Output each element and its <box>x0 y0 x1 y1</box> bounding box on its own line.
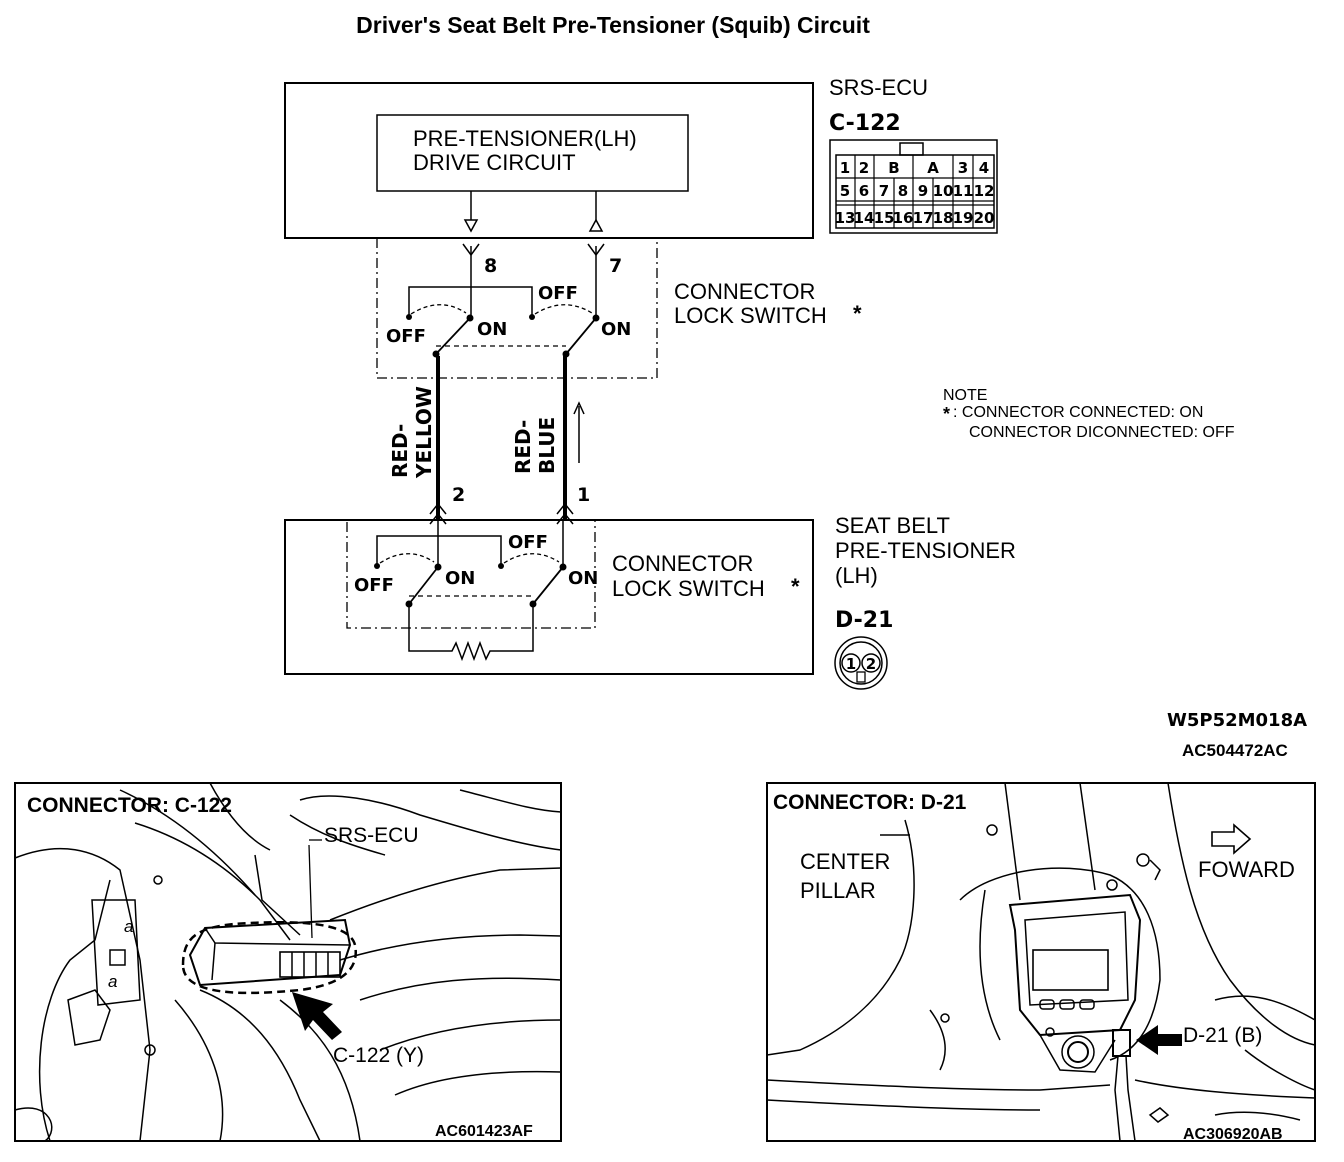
wire-color-red-blue-1: RED- <box>511 420 535 474</box>
d21-pin: 1 <box>846 655 856 673</box>
upper-lock-switch-label-1: CONNECTOR <box>674 279 815 304</box>
wire-color-red-yellow-2: YELLOW <box>412 386 436 479</box>
c122-pin: 12 <box>974 182 995 200</box>
srs-ecu-block: PRE-TENSIONER(LH) DRIVE CIRCUIT <box>284 82 814 239</box>
c122-pin: 8 <box>898 182 908 200</box>
drive-circuit-label-1: PRE-TENSIONER(LH) <box>413 126 637 151</box>
upper-on-left: ON <box>477 319 507 340</box>
photo-c122-connector-callout: C-122 (Y) <box>333 1044 424 1067</box>
c122-pin: 10 <box>933 182 954 200</box>
pretensioner-terminal-1: 1 <box>577 484 590 506</box>
photo-c122-ecu-callout: SRS-ECU <box>324 824 419 847</box>
d21-pin: 2 <box>866 655 876 673</box>
forward-arrow-icon <box>1211 823 1252 855</box>
c122-pin: 2 <box>859 159 869 177</box>
c122-connector-id: C-122 <box>829 111 901 136</box>
c122-pin: 18 <box>933 209 954 227</box>
lower-on-left: ON <box>445 568 475 589</box>
c122-pin: 15 <box>874 209 895 227</box>
c122-pin: 13 <box>835 209 856 227</box>
photo-d21-pillar-callout-2: PILLAR <box>800 878 876 903</box>
pretensioner-label-3: (LH) <box>835 563 878 588</box>
c122-pin: 9 <box>918 182 928 200</box>
pretensioner-terminal-2: 2 <box>452 484 465 506</box>
c122-pin: 20 <box>974 209 995 227</box>
upper-off-left: OFF <box>386 326 426 347</box>
pretensioner-block: OFF ON OFF ON <box>284 519 814 675</box>
lower-lock-switch-label-1: CONNECTOR <box>612 551 753 576</box>
diagram-title: Driver's Seat Belt Pre-Tensioner (Squib)… <box>356 12 870 38</box>
note-line-2: CONNECTOR DICONNECTED: OFF <box>969 424 1235 441</box>
squib-resistor-icon <box>408 604 534 662</box>
lower-off-left: OFF <box>354 575 394 596</box>
upper-on-right: ON <box>601 319 631 340</box>
lower-lock-switch-asterisk: * <box>791 574 800 599</box>
c122-pin: 4 <box>979 159 989 177</box>
upper-lock-switch-label-2: LOCK SWITCH <box>674 303 827 328</box>
c122-pin: 11 <box>953 182 974 200</box>
note-marker: * <box>943 404 950 424</box>
photo-c122-code: AC601423AF <box>435 1123 533 1140</box>
lower-on-right: ON <box>568 568 598 589</box>
upper-lock-switch: 8 7 OFF ON OFF ON <box>376 238 658 379</box>
d21-connector-id: D-21 <box>835 608 893 633</box>
upper-lock-switch-asterisk: * <box>853 301 862 326</box>
photo-d21-forward-callout: FOWARD <box>1198 857 1295 882</box>
diagram-code: W5P52M018A <box>1167 710 1307 731</box>
d21-connector-face: 1 2 <box>834 636 888 690</box>
c122-pin: 16 <box>893 209 914 227</box>
photo-c122-heading: CONNECTOR: C-122 <box>27 794 232 817</box>
svg-text:a: a <box>108 972 117 991</box>
photo-d21-connector-callout: D-21 (B) <box>1183 1024 1262 1047</box>
c122-pin: A <box>927 159 939 177</box>
c122-pin: B <box>888 159 899 177</box>
output-arrow-icon <box>463 219 479 233</box>
photo-d21-heading: CONNECTOR: D-21 <box>773 791 967 814</box>
c122-pin: 5 <box>840 182 850 200</box>
d21-pointer-arrow-icon <box>1136 1025 1182 1055</box>
svg-text:a: a <box>124 917 133 936</box>
photo-c122: a a <box>14 782 562 1142</box>
note-line-1: : CONNECTOR CONNECTED: ON <box>953 404 1203 421</box>
ecu-terminal-7: 7 <box>609 255 622 277</box>
pretensioner-label-1: SEAT BELT <box>835 513 950 538</box>
lower-off-right: OFF <box>508 532 548 553</box>
upper-off-right: OFF <box>538 283 578 304</box>
c122-pin: 3 <box>958 159 968 177</box>
c122-connector-face: 1 2 B A 3 4 5 6 7 8 9 10 11 12 13 14 15 … <box>829 139 998 234</box>
c122-pointer-arrow-icon <box>292 992 342 1040</box>
note-heading: NOTE <box>943 387 987 404</box>
photo-d21-code: AC306920AB <box>1183 1126 1283 1143</box>
pretensioner-label-2: PRE-TENSIONER <box>835 538 1016 563</box>
c122-pin: 14 <box>854 209 875 227</box>
c122-pin: 6 <box>859 182 869 200</box>
photo-d21-pillar-callout-1: CENTER <box>800 849 890 874</box>
c122-pin: 17 <box>913 209 934 227</box>
drive-circuit-label-2: DRIVE CIRCUIT <box>413 150 576 175</box>
photo-d21 <box>766 782 1316 1142</box>
c122-pin: 19 <box>953 209 974 227</box>
lower-lock-switch-label-2: LOCK SWITCH <box>612 576 765 601</box>
srs-ecu-label: SRS-ECU <box>829 75 928 100</box>
input-arrow-icon <box>588 218 604 232</box>
c122-pin: 1 <box>840 159 850 177</box>
wire-color-red-blue-2: BLUE <box>535 417 559 474</box>
drive-circuit-box <box>376 114 689 192</box>
figure-code: AC504472AC <box>1182 741 1288 760</box>
wire-color-red-yellow-1: RED- <box>388 424 412 478</box>
c122-pin: 7 <box>879 182 889 200</box>
current-direction-arrow-icon <box>573 401 585 415</box>
ecu-terminal-8: 8 <box>484 255 497 277</box>
